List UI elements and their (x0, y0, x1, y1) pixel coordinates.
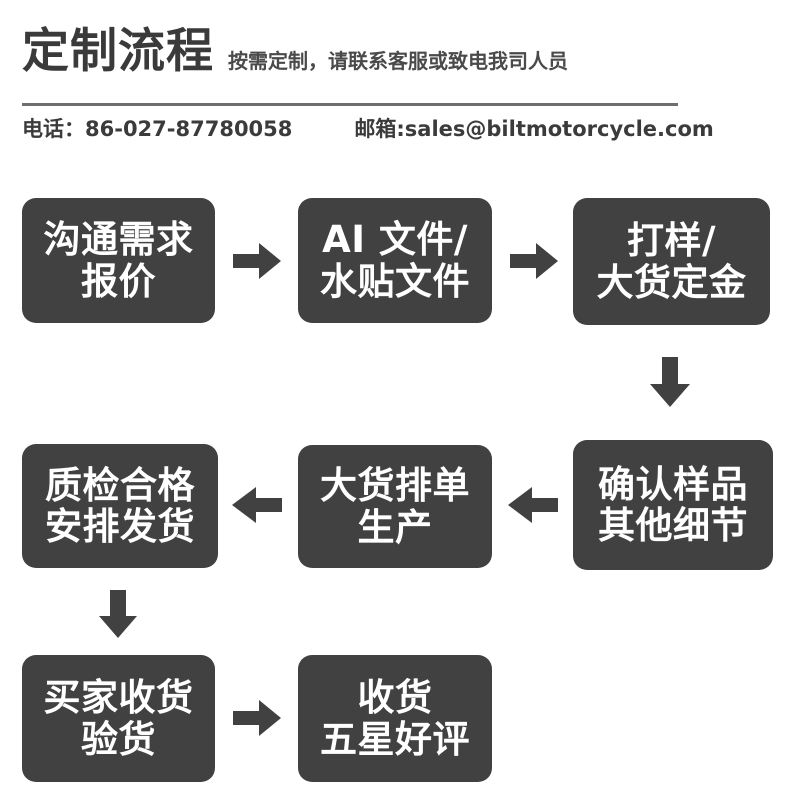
arrow-right-icon-step7-step8 (233, 700, 281, 736)
flow-step-1-line-1: 沟通需求 (43, 218, 194, 262)
flow-step-5-line-1: 大货排单 (320, 464, 470, 508)
arrow-down-icon-step6-step7 (99, 590, 137, 638)
contact-email: 邮箱:sales@biltmotorcycle.com (354, 117, 714, 141)
flow-step-8-line-1: 收货 (357, 676, 433, 720)
flow-step-4-line-2: 其他细节 (598, 504, 748, 547)
flow-step-3[interactable]: 打样/ 大货定金 (573, 198, 770, 325)
flow-step-1[interactable]: 沟通需求 报价 (22, 198, 215, 323)
header-divider (22, 103, 678, 106)
flow-step-8[interactable]: 收货 五星好评 (298, 655, 492, 782)
flow-step-5[interactable]: 大货排单 生产 (298, 445, 492, 568)
flow-step-2-line-1: AI 文件/ (322, 218, 468, 262)
flow-step-4-line-1: 确认样品 (598, 462, 748, 506)
flow-step-4[interactable]: 确认样品 其他细节 (573, 440, 773, 570)
flow-step-6-line-2: 安排发货 (45, 505, 195, 548)
flow-step-3-line-1: 打样/ (626, 219, 716, 263)
page-subtitle: 按需定制，请联系客服或致电我司人员 (228, 49, 568, 73)
contact-row: 电话：86-027-87780058 邮箱:sales@biltmotorcyc… (22, 119, 714, 140)
arrow-right-icon-step1-step2 (233, 243, 281, 279)
flow-step-5-line-2: 生产 (357, 505, 433, 549)
flow-step-2[interactable]: AI 文件/ 水贴文件 (298, 198, 492, 323)
flow-step-7-line-1: 买家收货 (43, 676, 194, 720)
arrow-left-icon-step4-step5 (508, 487, 558, 523)
flow-step-6-line-1: 质检合格 (45, 463, 195, 507)
arrow-down-icon-step3-step4 (650, 357, 690, 407)
flow-step-2-line-2: 水贴文件 (320, 259, 470, 303)
header-title-row: 定制流程 按需定制，请联系客服或致电我司人员 (22, 28, 568, 75)
flow-step-1-line-2: 报价 (81, 259, 156, 303)
page-title: 定制流程 (22, 24, 214, 79)
flow-step-7[interactable]: 买家收货 验货 (22, 655, 215, 782)
page-header: 定制流程 按需定制，请联系客服或致电我司人员 电话：86-027-8778005… (0, 0, 800, 170)
flow-step-8-line-2: 五星好评 (320, 717, 470, 761)
flow-step-3-line-2: 大货定金 (596, 260, 747, 304)
arrow-right-icon-step2-step3 (510, 243, 558, 279)
flow-step-7-line-2: 验货 (81, 717, 156, 761)
flow-step-6[interactable]: 质检合格 安排发货 (22, 444, 218, 568)
contact-phone: 电话：86-027-87780058 (22, 117, 293, 141)
arrow-left-icon-step5-step6 (232, 487, 282, 523)
